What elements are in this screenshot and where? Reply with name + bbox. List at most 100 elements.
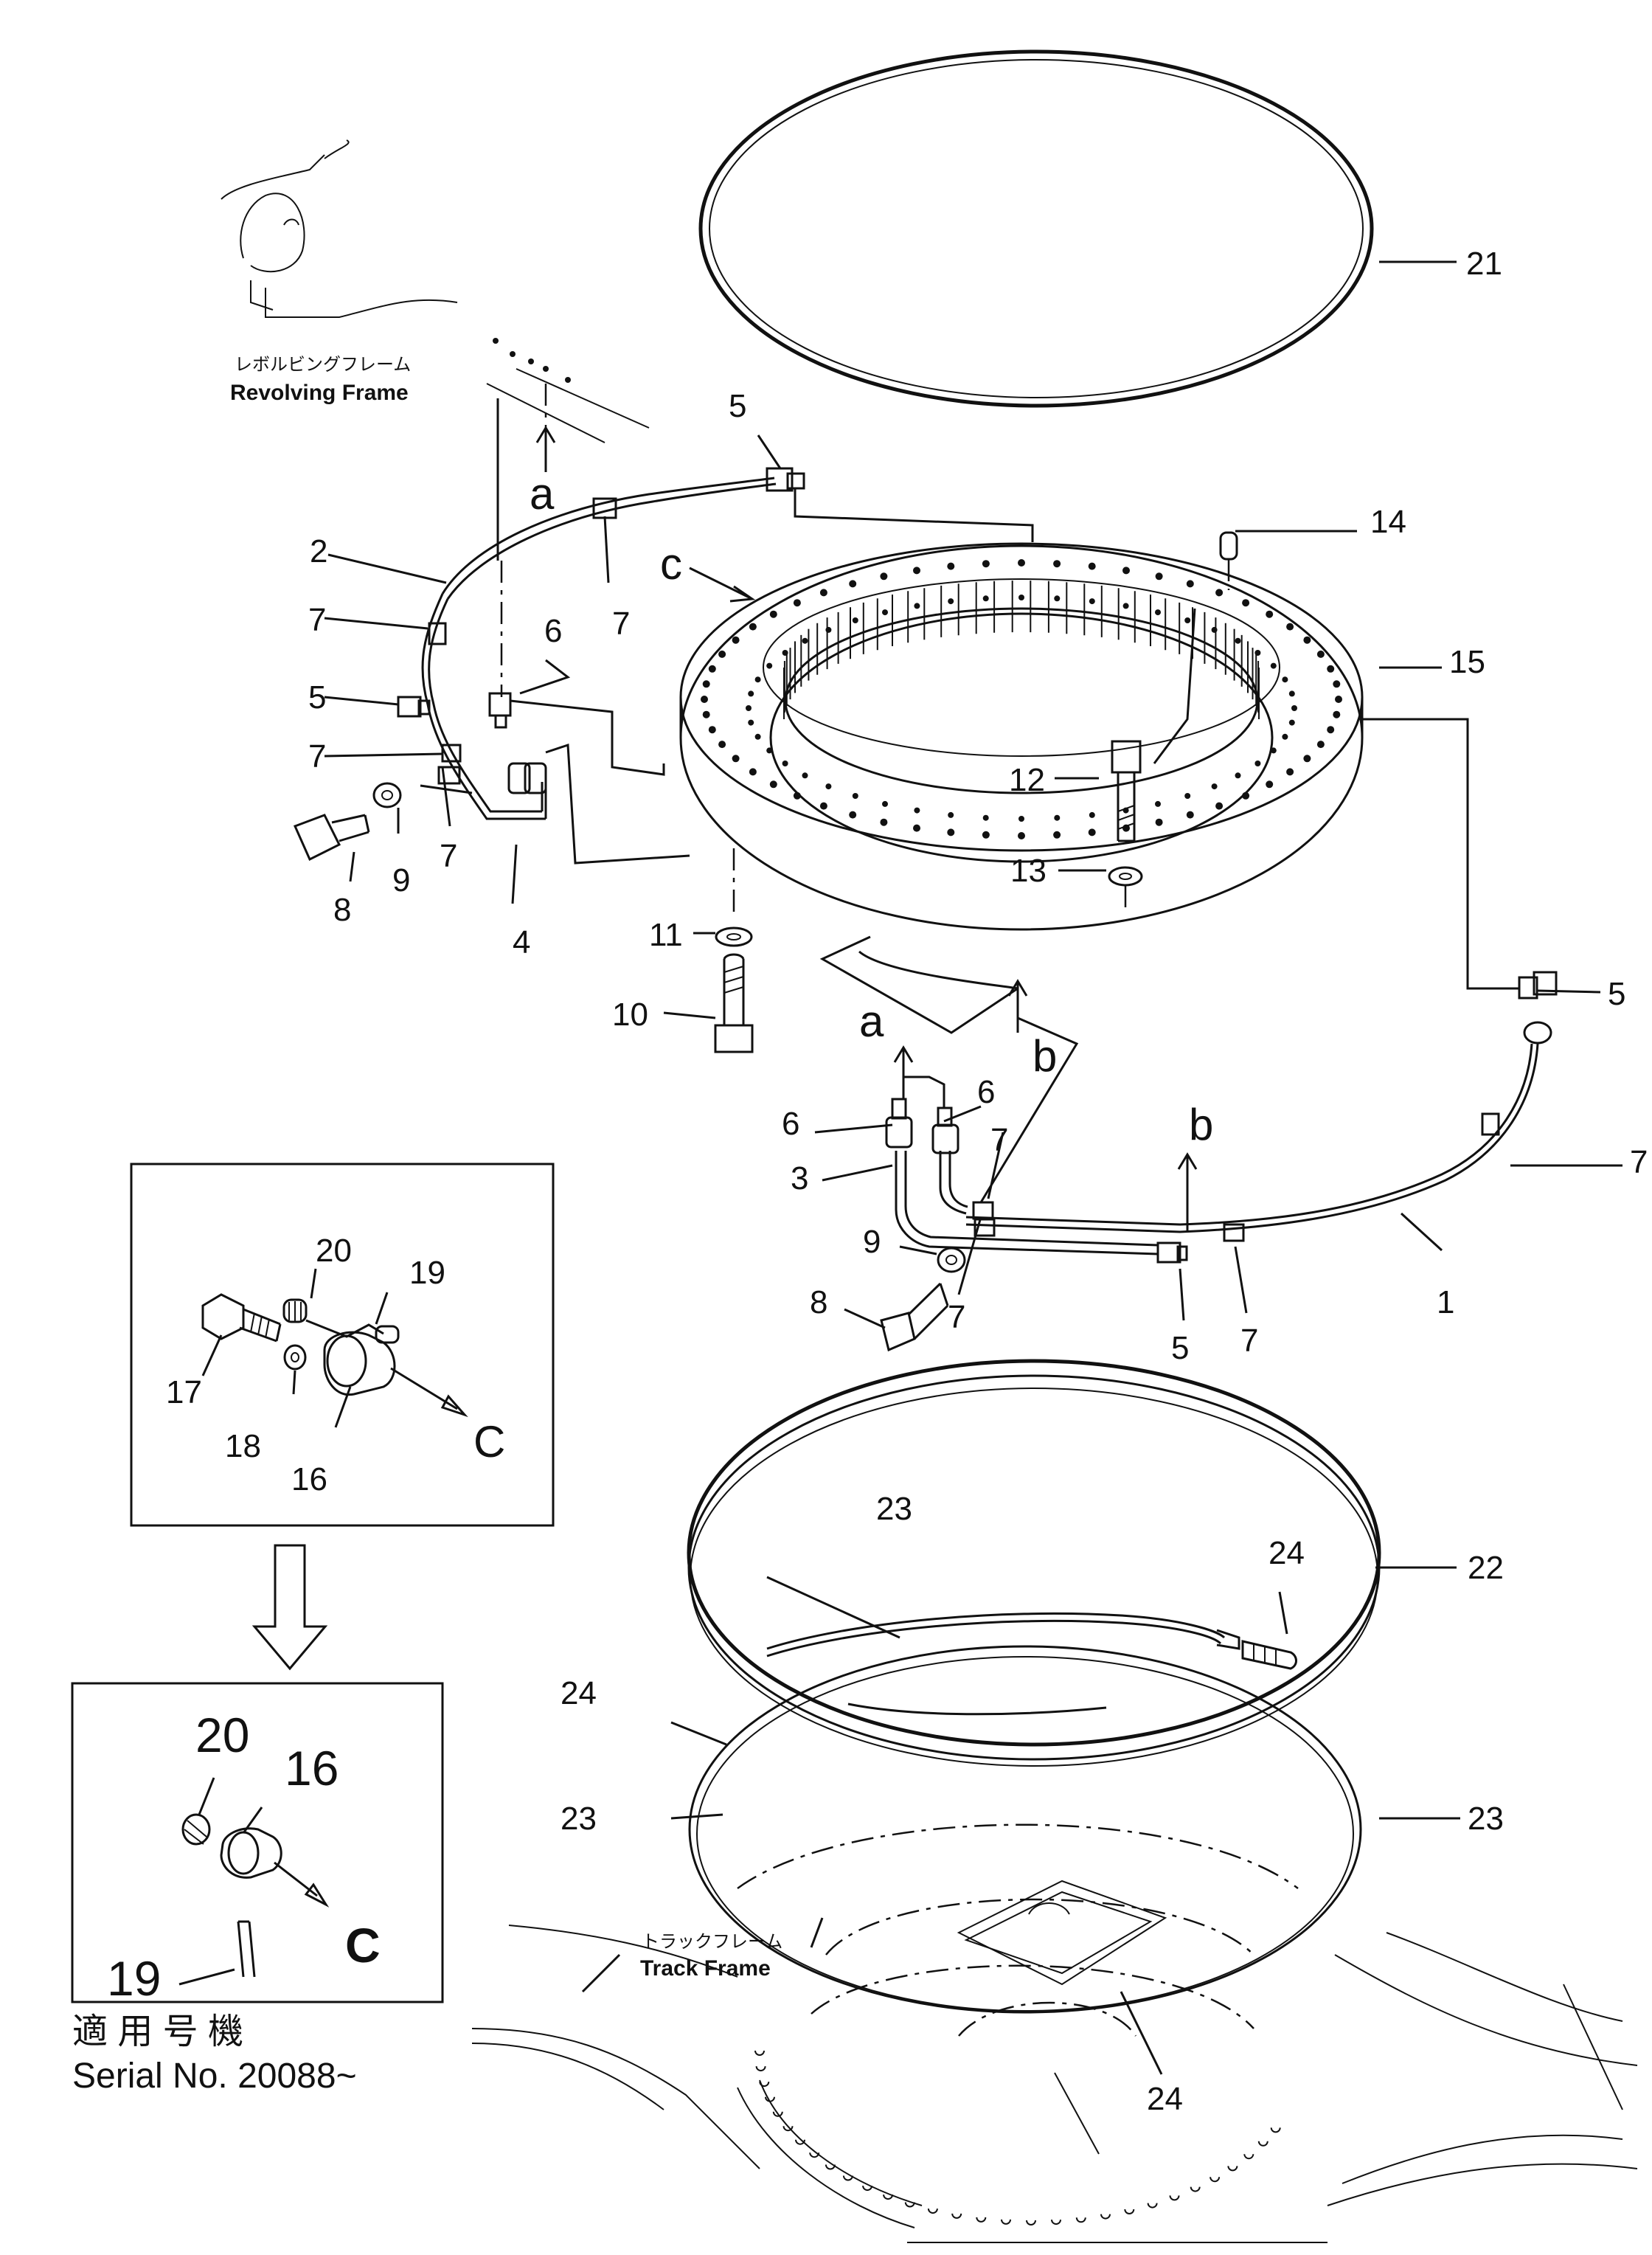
bolt-hole [1242,791,1250,800]
detail-box-c-revised [71,1682,444,2003]
bolt-hole [1122,603,1129,609]
label-7h: 7 [1630,1144,1648,1180]
bolt-hole [1316,741,1325,749]
bolt-hole [947,828,955,836]
bolt-hole [748,719,754,726]
bolt-hole [802,772,808,779]
part-23-seal-lower [688,1645,1362,2014]
label-5a: 5 [729,388,746,424]
bolt-hole [982,831,990,839]
part-9-washer-right [937,1247,966,1273]
bolt-hole [819,802,827,810]
track-gear-tooth [951,2213,962,2219]
bolt-hole [1053,560,1061,568]
bolt-hole [1211,783,1218,790]
label-24b: 24 [560,1675,597,1711]
leader-lines [178,260,1622,2075]
bolt-hole [849,811,857,819]
bolt-hole [1286,768,1294,776]
serial-jp-label: 適 用 号 機 [72,2012,243,2051]
track-gear-tooth [765,2096,775,2102]
bolt-hole [732,755,740,763]
bolt-hole [708,665,716,673]
bolt-hole [1270,747,1277,754]
bolt-hole [982,560,990,568]
grease-pipe-right [885,718,1558,1264]
bolt-hole [1089,598,1095,605]
label-7a: 7 [308,602,326,638]
label-24c: 24 [1147,2081,1183,2117]
label-3: 3 [791,1160,808,1196]
bolt-hole [1242,599,1250,607]
bolt-hole [766,747,773,754]
label-7e: 7 [990,1122,1008,1158]
label-18: 18 [225,1428,261,1464]
bolt-hole [852,617,858,623]
bolt-hole [1333,710,1341,718]
label-7c: 7 [612,606,630,642]
label-7b: 7 [308,738,326,775]
bolt-hole [1155,572,1163,581]
part-13-washer [1108,866,1143,915]
label-9b: 9 [863,1224,881,1260]
track-gear-tooth [1001,2219,1011,2225]
track-gear-tooth [842,2175,853,2181]
label-14: 14 [1370,504,1406,540]
track-gear-tooth [904,2202,915,2208]
bolt-hole [982,814,989,821]
label-11: 11 [649,917,683,953]
revolving-frame-jp-label: レボルビングフレーム [235,355,411,375]
track-gear-tooth [1026,2220,1036,2225]
label-5d: 5 [1608,976,1625,1012]
bolt-hole [882,609,888,616]
label-16b: 16 [285,1741,339,1795]
bolt-hole [1155,800,1161,807]
label-6c: 6 [977,1074,995,1110]
bolt-hole [1266,610,1274,618]
label-21: 21 [1466,246,1502,282]
part-21-ring [698,49,1374,408]
bolt-hole [701,696,708,703]
bolt-hole [948,598,954,605]
track-gear-tooth [755,2065,766,2072]
label-7d: 7 [440,838,457,874]
track-gear-tooth [1075,2217,1086,2223]
bolt-hole [948,811,954,818]
track-gear-tooth [759,2081,770,2088]
label-9a: 9 [392,862,410,898]
bolt-hole [1282,733,1288,740]
bolt-hole [880,572,888,581]
bolt-hole [1288,719,1295,726]
bolt-hole [754,676,761,683]
track-gear-tooth [1190,2186,1201,2192]
bolt-hole [749,768,757,776]
bolt-hole [718,741,726,749]
track-frame-sketch [471,1823,1638,2243]
label-19b: 19 [107,1951,161,2006]
track-gear-tooth [927,2208,938,2214]
part-11-washer [715,848,753,947]
bolt-hole [766,662,773,669]
bolt-hole [1327,665,1335,673]
arrow-c [689,567,756,603]
grease-pipe-left [397,384,1034,865]
bolt-hole [1316,650,1325,658]
track-gear-tooth [809,2152,820,2158]
label-view-c-box2: C [345,1918,381,1972]
part-10-bolt [714,953,754,1053]
label-16a: 16 [291,1461,327,1497]
label-15: 15 [1449,644,1485,680]
track-gear-tooth [1257,2141,1268,2147]
track-gear-tooth [772,2111,783,2117]
part-15-swing-circle [679,542,1364,931]
bolt-hole [748,690,754,697]
detail-box-c [130,1163,555,1527]
label-23b: 23 [560,1801,597,1837]
track-gear-tooth [1169,2195,1180,2201]
track-gear-tooth [976,2217,987,2223]
label-8a: 8 [333,892,351,928]
track-gear-tooth [1124,2209,1135,2214]
label-4: 4 [513,924,530,960]
view-letter-a-mid: a [859,997,884,1046]
label-5b: 5 [308,679,326,716]
